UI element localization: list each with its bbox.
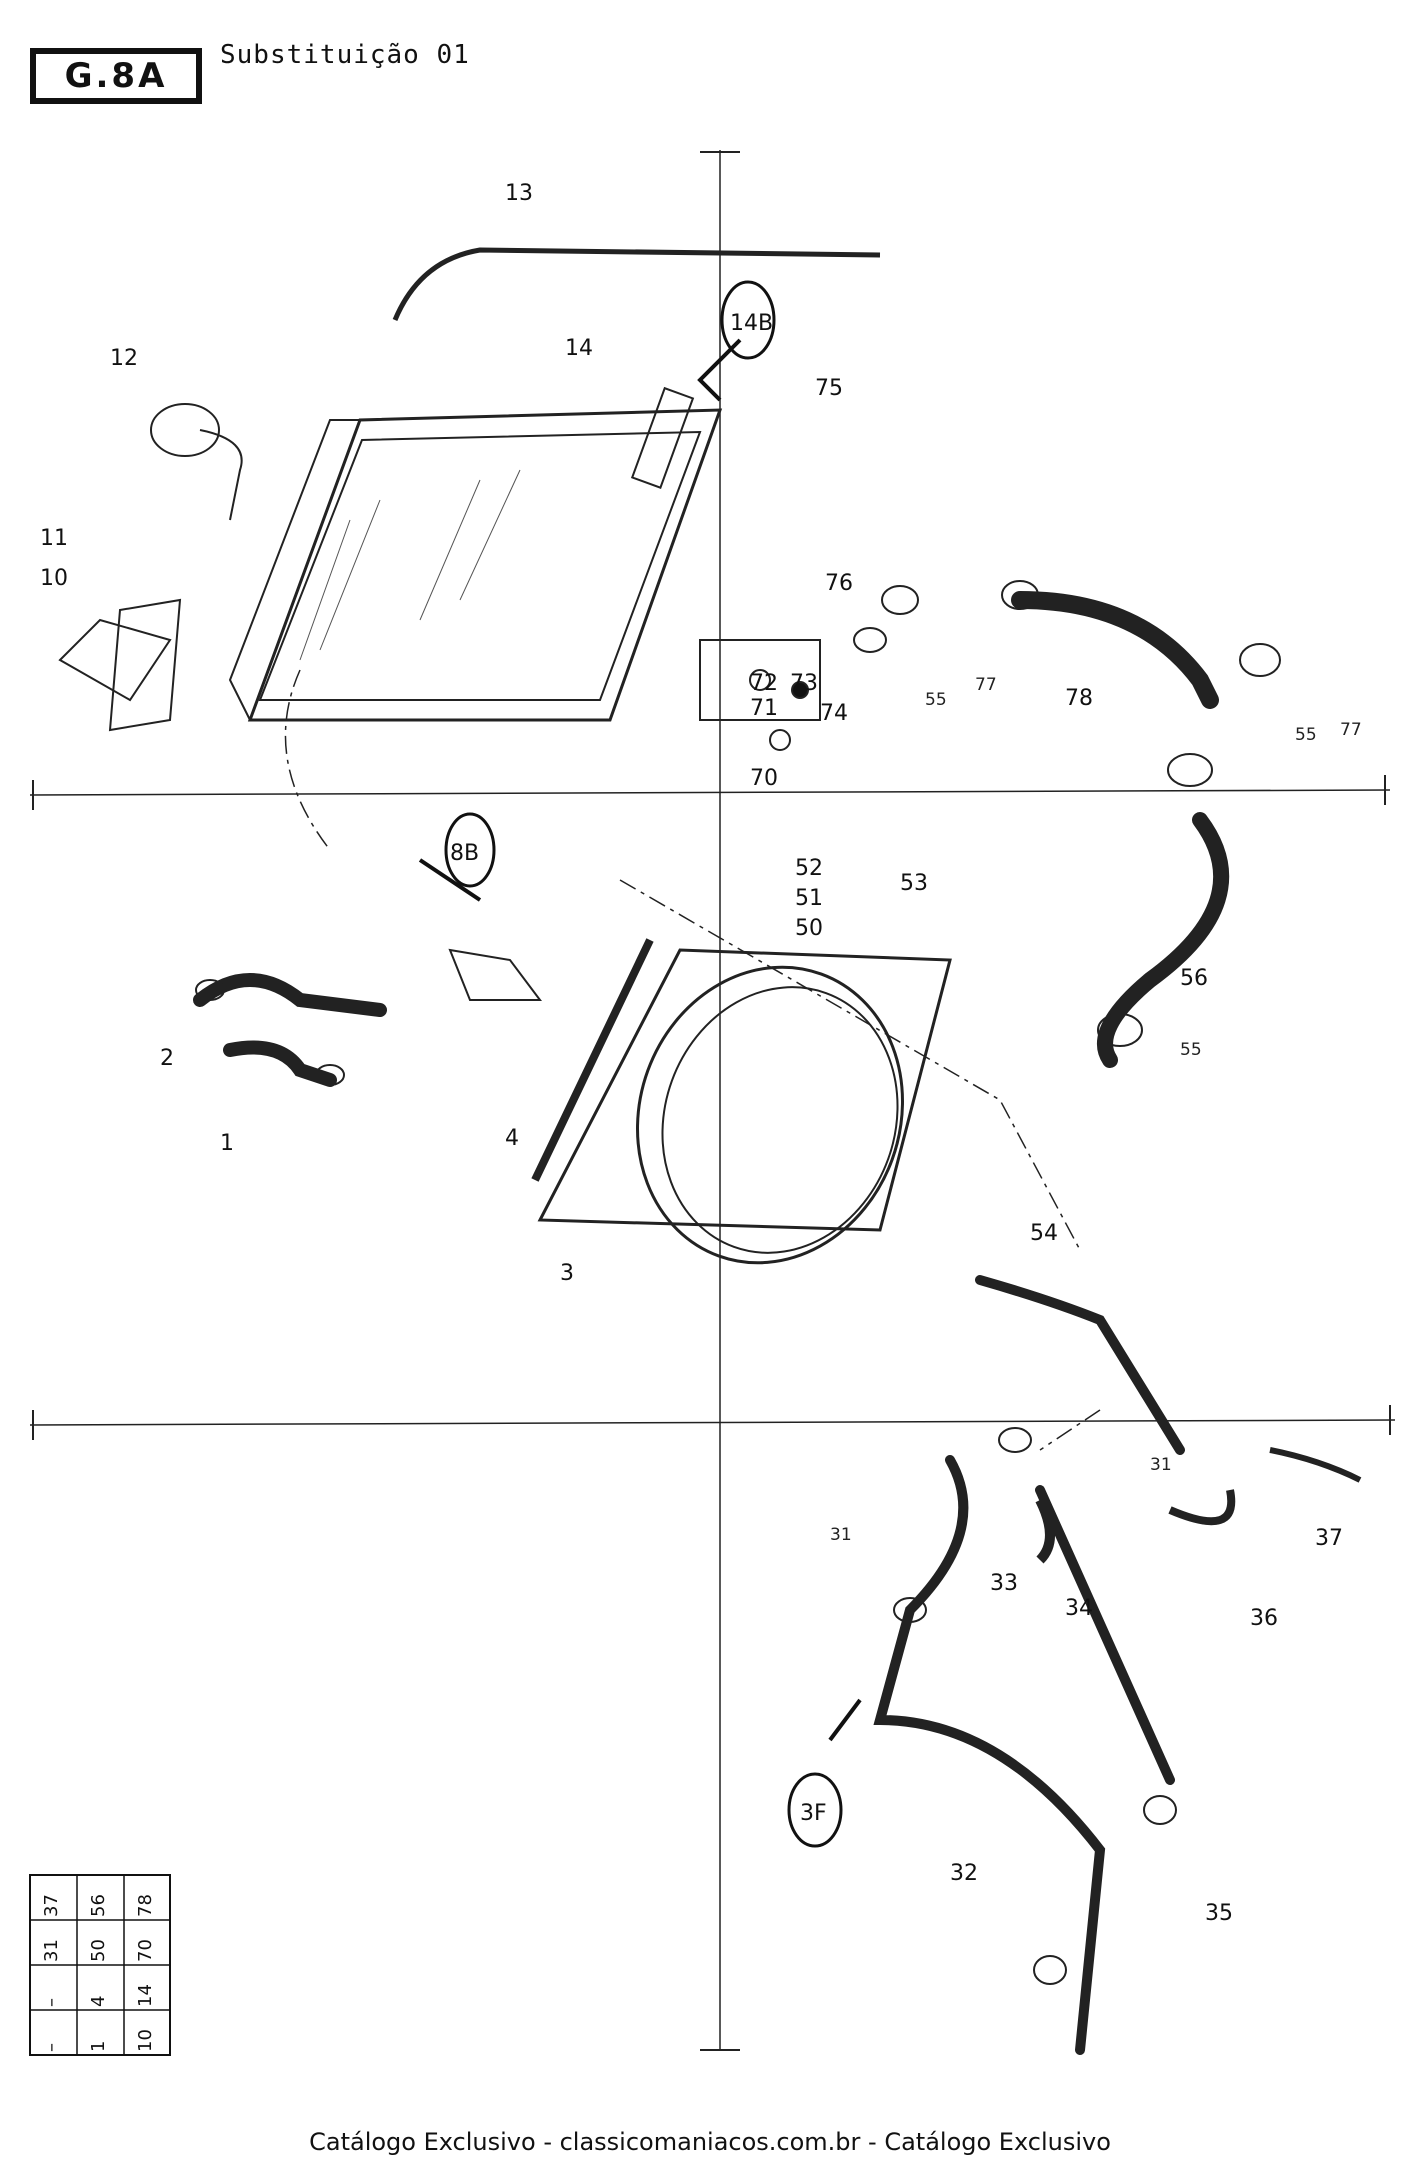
radiator-cap [150,403,220,457]
bracket-75 [699,639,821,721]
callout-14: 14 [565,336,593,361]
callout-55-a: 55 [925,690,947,710]
elbow-fitting [448,948,542,1001]
callout-73: 73 [790,671,818,696]
pipe-32 [873,1455,1106,2055]
callout-34: 34 [1065,1596,1093,1621]
callout-51: 51 [795,886,823,911]
callout-72: 72 [750,671,778,696]
ref-8b-arrow [418,858,482,902]
grid-cell-2-0: 10 [135,2029,156,2052]
page-subtitle: Substituição 01 [220,40,470,70]
grid-cell-0-0: – [41,2043,62,2052]
callout-56: 56 [1180,966,1208,991]
callout-54: 54 [1030,1221,1058,1246]
grid-cell-2-3: 78 [135,1894,156,1917]
callout-77-b: 77 [1340,720,1362,740]
hose-56 [1097,812,1230,1068]
hose-36 [1168,1489,1236,1526]
callout-13: 13 [505,181,533,206]
grid-cell-1-0: 1 [88,2041,109,2052]
callout-8b: 8B [450,841,479,866]
ref-3f-arrow [828,1698,862,1742]
callout-31-a: 31 [830,1525,852,1545]
section-code-box: G.8A [30,48,202,104]
grid-cell-1-3: 56 [88,1894,109,1917]
grid-cell-0-2: 31 [41,1939,62,1962]
callout-55-c: 55 [1180,1040,1202,1060]
callout-35: 35 [1205,1901,1233,1926]
horizontal-axis-line-upper [29,789,1391,796]
fan-shroud [531,938,952,1265]
pipe-54 [975,1275,1185,1455]
hose-33 [1035,1497,1055,1564]
callout-77-a: 77 [975,675,997,695]
callout-32: 32 [950,1861,978,1886]
mounting-pad [58,618,172,702]
section-code: G.8A [64,56,168,96]
callout-37: 37 [1315,1526,1343,1551]
ref-14b-arrow [697,338,742,402]
callout-36: 36 [1250,1606,1278,1631]
grid-cell-0-3: 37 [41,1894,62,1917]
hose-lower-left [223,1040,337,1087]
callout-1: 1 [220,1131,234,1156]
grid-cell-2-2: 70 [135,1939,156,1962]
callout-2: 2 [160,1046,174,1071]
grid-cell-0-1: – [41,1998,62,2007]
callout-10: 10 [40,566,68,591]
callout-33: 33 [990,1571,1018,1596]
footer-watermark-text: Catálogo Exclusivo - classicomaniacos.co… [309,2128,1111,2156]
callout-3: 3 [560,1261,574,1286]
callout-31-b: 31 [1150,1455,1172,1475]
callout-52: 52 [795,856,823,881]
part-37 [1269,1447,1362,1483]
callout-55-b: 55 [1295,725,1317,745]
grid-cell-1-1: 4 [88,1996,109,2007]
grid-cell-2-1: 14 [135,1984,156,2007]
callout-11: 11 [40,526,68,551]
callout-74: 74 [820,701,848,726]
callout-4: 4 [505,1126,519,1151]
callout-76: 76 [825,571,853,596]
grid-cell-1-2: 50 [88,1939,109,1962]
callout-53: 53 [900,871,928,896]
callout-12: 12 [110,346,138,371]
callout-70: 70 [750,766,778,791]
callout-50: 50 [795,916,823,941]
pipe-34 [1035,1485,1175,1785]
hose-78 [1011,591,1219,709]
hose-upper-left [193,973,387,1017]
horizontal-axis-line-lower [29,1419,1396,1426]
radiator [228,386,723,722]
reference-grid: – – 31 37 1 4 50 56 10 14 70 78 [29,1874,171,2056]
callout-3f: 3F [800,1801,827,1826]
callout-14b: 14B [730,311,773,336]
callout-78: 78 [1065,686,1093,711]
callout-71: 71 [750,696,778,721]
overflow-tube [392,247,881,321]
callout-75: 75 [815,376,843,401]
